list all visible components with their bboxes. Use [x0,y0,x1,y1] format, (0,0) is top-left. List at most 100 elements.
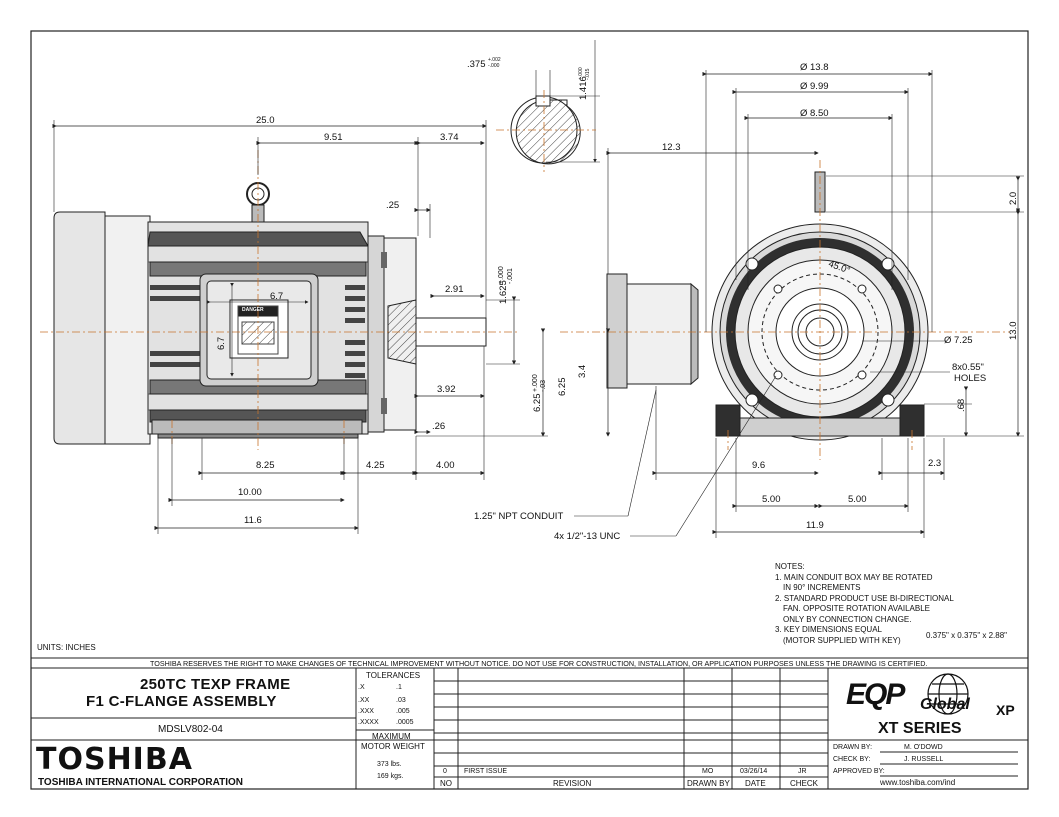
bolt-callout: 4x 1/2"-13 UNC [554,531,621,542]
dim-dia-9-99: Ø 9.99 [800,81,829,92]
dim-3-4: 3.4 [577,364,588,378]
note-line: ONLY BY CONNECTION CHANGE. [783,614,912,624]
tolerance-place: .XXXX [358,719,379,726]
key-dims: 0.375" x 0.375" x 2.88" [926,631,1008,640]
title-line-2: F1 C-FLANGE ASSEMBLY [86,693,277,710]
note-line: IN 90° INCREMENTS [783,583,861,592]
eqp-logo: EQP [846,678,905,711]
dim-3-74: 3.74 [440,132,459,143]
eqp-global: Global [920,696,970,713]
key-detail [510,40,600,165]
dim-9-6: 9.6 [752,460,766,471]
dim-6-7-v: 6.7 [216,336,227,350]
dim-holes: 8x0.55" [952,362,984,373]
note-line: 1. MAIN CONDUIT BOX MAY BE ROTATED [775,572,933,582]
dim-4-25: 4.25 [366,460,385,471]
tolerance-place: .X [358,684,365,691]
series-label: XT SERIES [878,720,962,737]
dim-3-92: 3.92 [437,384,456,395]
rev-header-check: CHECK [790,779,819,788]
dim-2-0: 2.0 [1008,191,1019,205]
dim-6-25: 6.25 [557,377,568,397]
dim-8-25: 8.25 [256,460,275,471]
units-label: UNITS: INCHES [37,643,96,652]
tolerance-place: .XX [358,697,370,704]
dim-11-6: 11.6 [244,515,262,526]
dim-6-25-tol: 6.25 [532,393,543,413]
drawing-number: MDSLV802-04 [158,724,223,735]
disclaimer: TOSHIBA RESERVES THE RIGHT TO MAKE CHANG… [150,659,928,668]
weight-kgs: 169 kgs. [377,773,404,780]
rev-desc: FIRST ISSUE [464,768,508,775]
tolerances-heading: TOLERANCES [366,671,421,680]
dim-10-00: 10.00 [238,487,262,498]
drawn-by-label: DRAWN BY: [833,744,873,751]
key-width-tol-top: +.002 [488,57,501,63]
dim-11-9: 11.9 [806,520,824,531]
conduit-callout: 1.25" NPT CONDUIT [474,511,564,522]
toshiba-logo: TOSHIBA [36,742,193,777]
weight-heading-1: MAXIMUM [372,732,411,741]
shaft-dia-tol-top: +.000 [498,266,505,284]
tolerance-value: .0005 [396,719,414,726]
rev-header-drawn-by: DRAWN BY [687,779,730,788]
rev-header-no: NO [440,779,452,788]
website: www.toshiba.com/ind [880,778,956,787]
approved-by-label: APPROVED BY: [833,768,885,775]
title-block-frame [31,668,1028,789]
dim-12-3: 12.3 [662,142,681,153]
key-depth-tol-top: +.000 [578,67,584,80]
dim-dia-7-25: Ø 7.25 [944,335,973,346]
title-line-1: 250TC TEXP FRAME [140,676,291,693]
rev-check: JR [798,768,807,775]
outer-border [30,30,1029,790]
danger-label: DANGER [242,307,264,313]
key-width-tol-bot: -.000 [488,63,500,69]
dim-overall-length: 25.0 [256,115,275,126]
notes-heading: NOTES: [775,562,805,571]
key-width: .375 [467,59,486,70]
side-view [53,182,487,445]
eqp-xp: XP [996,702,1015,718]
dim-dia-8-50: Ø 8.50 [800,108,829,119]
dim-4-00: 4.00 [436,460,455,471]
dim-5-00-right: 5.00 [848,494,867,505]
rev-header-date: DATE [745,779,766,788]
check-by-label: CHECK BY: [833,756,871,763]
dim-9-51: 9.51 [324,132,343,143]
dim-6-25-tol-bot: -.03 [540,379,547,392]
dim-25: .25 [386,200,400,211]
dim-dia-13-8: Ø 13.8 [800,62,829,73]
rev-no: 0 [443,768,447,775]
note-line: (MOTOR SUPPLIED WITH KEY) [783,635,901,645]
weight-heading-2: MOTOR WEIGHT [361,742,425,751]
dim-holes-label: HOLES [954,373,987,384]
note-line: 3. KEY DIMENSIONS EQUAL [775,625,882,634]
dim-26: .26 [432,421,446,432]
tolerance-place: .XXX [358,708,374,715]
dim-68: .68 [956,398,967,412]
rev-header-revision: REVISION [553,779,592,788]
corporation-name: TOSHIBA INTERNATIONAL CORPORATION [38,777,243,788]
check-by-value: J. RUSSELL [904,756,944,763]
drawn-by-value: M. O'DOWD [904,744,943,751]
tolerance-value: .03 [396,697,406,704]
globe-icon [927,673,969,715]
note-line: FAN. OPPOSITE ROTATION AVAILABLE [783,604,930,613]
tolerance-value: .1 [396,684,402,691]
dim-13-0: 13.0 [1008,321,1019,341]
rev-by: MO [702,768,714,775]
key-depth-tol-bot: -.015 [585,68,591,80]
dim-6-25-tol-top: +.000 [532,374,539,392]
dim-2-3: 2.3 [928,458,942,469]
dim-2-91: 2.91 [445,284,464,295]
weight-lbs: 373 lbs. [377,761,402,768]
note-line: 2. STANDARD PRODUCT USE BI-DIRECTIONAL [775,593,954,603]
dim-5-00-left: 5.00 [762,494,781,505]
shaft-dia-tol-bot: -.001 [507,268,514,284]
rev-date: 03/26/14 [740,768,768,775]
notes-block: NOTES: 1. MAIN CONDUIT BOX MAY BE ROTATE… [775,562,954,646]
dim-6-7-h: 6.7 [270,291,284,302]
